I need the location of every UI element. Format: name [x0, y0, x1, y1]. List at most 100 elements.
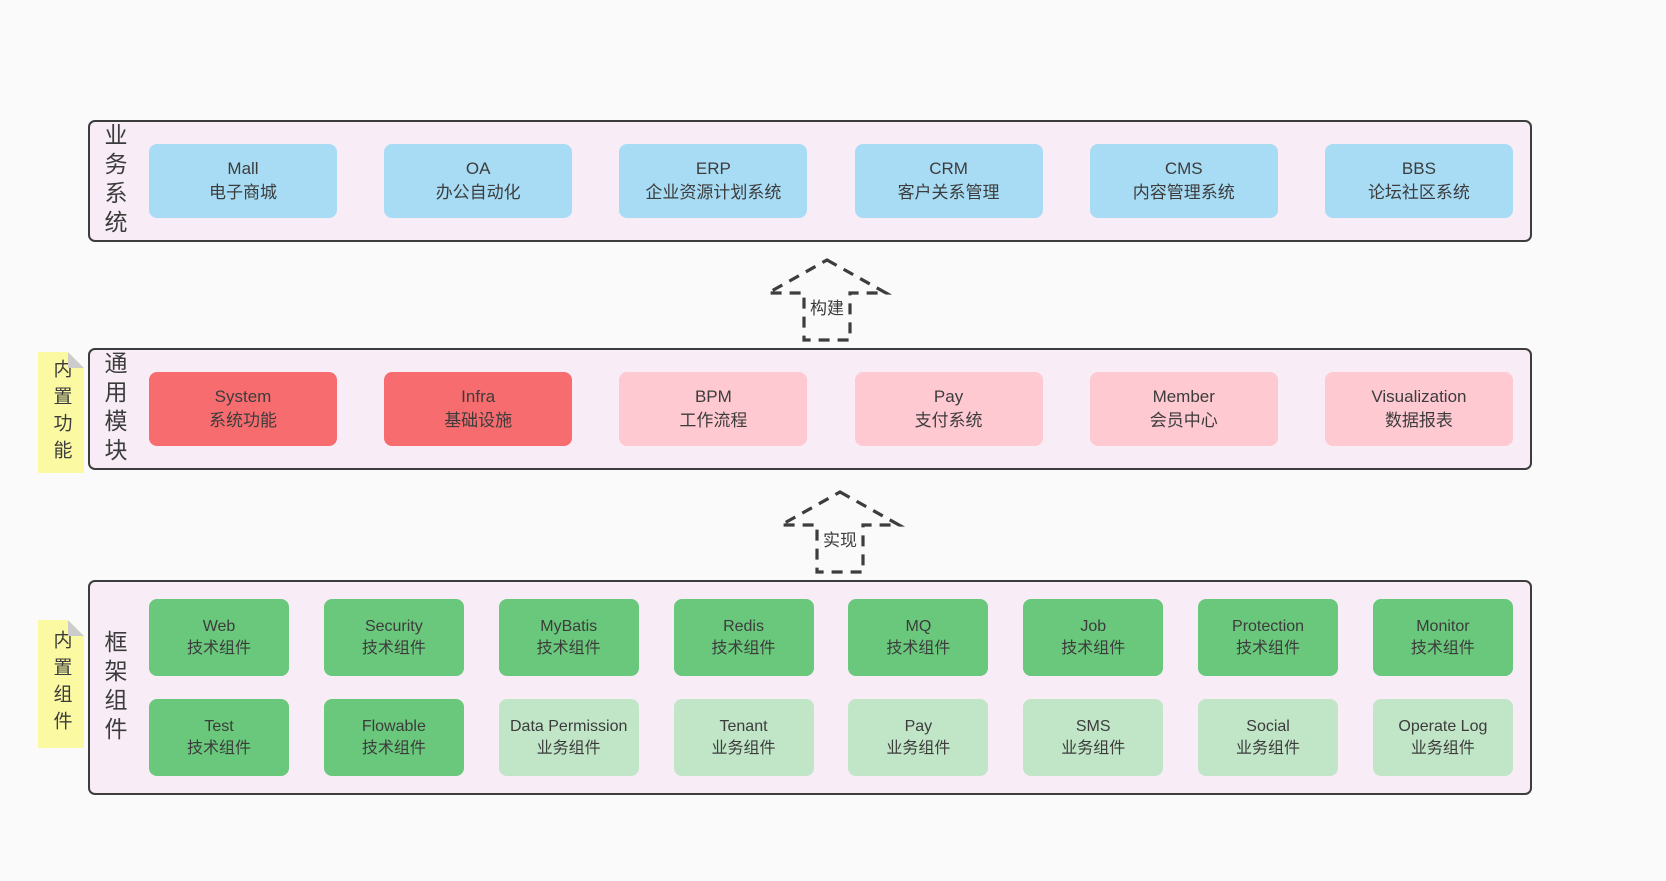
components-row-2: Test 技术组件 Flowable 技术组件 Data Permission … [149, 699, 1513, 776]
box-pay: Pay 支付系统 [854, 372, 1043, 446]
box-infra: Infra 基础设施 [384, 372, 573, 446]
box-flowable: Flowable 技术组件 [323, 699, 464, 776]
box-mall: Mall 电子商城 [149, 144, 337, 218]
box-subtitle: 系统功能 [209, 411, 277, 430]
components-row-1: Web 技术组件 Security 技术组件 MyBatis 技术组件 Redi… [149, 599, 1513, 676]
box-subtitle: 支付系统 [914, 411, 983, 430]
box-member: Member 会员中心 [1089, 372, 1278, 446]
box-title: Tenant [719, 717, 768, 735]
box-subtitle: 业务组件 [1061, 739, 1126, 757]
box-monitor: Monitor 技术组件 [1372, 599, 1513, 676]
box-subtitle: 基础设施 [444, 411, 513, 430]
folded-corner-icon [68, 352, 84, 368]
box-subtitle: 业务组件 [1236, 739, 1301, 757]
box-protection: Protection 技术组件 [1198, 599, 1339, 676]
box-title: SMS [1075, 717, 1111, 735]
box-title: Monitor [1416, 617, 1470, 635]
box-title: Redis [723, 617, 764, 635]
box-bbs: BBS 论坛社区系统 [1324, 144, 1513, 218]
box-data-permission: Data Permission 业务组件 [498, 699, 639, 776]
box-subtitle: 论坛社区系统 [1367, 183, 1470, 202]
box-subtitle: 技术组件 [536, 639, 601, 657]
arrow-build-label: 构建 [807, 293, 847, 320]
box-subtitle: 技术组件 [361, 739, 426, 757]
box-title: Flowable [361, 717, 426, 735]
box-subtitle: 电子商城 [209, 183, 277, 202]
box-title: System [214, 387, 272, 406]
box-visualization: Visualization 数据报表 [1324, 372, 1513, 446]
box-subtitle: 内容管理系统 [1132, 183, 1235, 202]
box-subtitle: 数据报表 [1384, 411, 1453, 430]
box-title: Job [1080, 617, 1107, 635]
box-social: Social 业务组件 [1198, 699, 1339, 776]
modules-row: System 系统功能 Infra 基础设施 BPM 工作流程 Pay 支付系统… [125, 372, 1530, 446]
box-subtitle: 技术组件 [186, 639, 251, 657]
box-title: MQ [905, 617, 932, 635]
note-built-in-components: 内置组件 [38, 620, 84, 748]
box-web: Web 技术组件 [149, 599, 289, 676]
box-operate-log: Operate Log 业务组件 [1372, 699, 1513, 776]
box-subtitle: 技术组件 [1410, 639, 1475, 657]
box-bpm: BPM 工作流程 [619, 372, 808, 446]
box-cms: CMS 内容管理系统 [1089, 144, 1278, 218]
box-security: Security 技术组件 [323, 599, 464, 676]
note-label: 内置组件 [50, 630, 72, 738]
box-job: Job 技术组件 [1023, 599, 1164, 676]
box-title: Web [202, 617, 236, 635]
box-subtitle: 技术组件 [361, 639, 426, 657]
box-subtitle: 办公自动化 [435, 183, 521, 202]
box-subtitle: 会员中心 [1149, 411, 1218, 430]
box-oa: OA 办公自动化 [384, 144, 573, 218]
box-erp: ERP 企业资源计划系统 [619, 144, 808, 218]
box-title: Visualization [1371, 387, 1467, 406]
layer-modules-label: 通用模块 [101, 351, 127, 467]
box-title: Pay [904, 717, 933, 735]
folded-corner-icon [68, 620, 84, 636]
box-title: BBS [1401, 159, 1436, 178]
box-crm: CRM 客户关系管理 [854, 144, 1043, 218]
box-title: MyBatis [540, 617, 598, 635]
business-row: Mall 电子商城 OA 办公自动化 ERP 企业资源计划系统 CRM 客户关系… [125, 144, 1530, 218]
box-tenant: Tenant 业务组件 [673, 699, 814, 776]
layer-framework-components: 框架组件 Web 技术组件 Security 技术组件 MyBatis 技术组件… [88, 580, 1532, 795]
box-title: Member [1152, 387, 1215, 406]
box-title: Infra [461, 387, 496, 406]
box-subtitle: 技术组件 [886, 639, 951, 657]
layer-business-systems: 业务系统 Mall 电子商城 OA 办公自动化 ERP 企业资源计划系统 CRM… [88, 120, 1532, 242]
box-title: Security [364, 617, 423, 635]
box-sms: SMS 业务组件 [1023, 699, 1164, 776]
box-subtitle: 技术组件 [186, 739, 251, 757]
box-title: CMS [1164, 159, 1203, 178]
layer-common-modules: 通用模块 System 系统功能 Infra 基础设施 BPM 工作流程 Pay… [88, 348, 1532, 470]
box-subtitle: 技术组件 [1236, 639, 1301, 657]
box-title: Test [204, 717, 234, 735]
box-title: Protection [1232, 617, 1305, 635]
box-subtitle: 工作流程 [679, 411, 748, 430]
box-pay-component: Pay 业务组件 [848, 699, 989, 776]
box-subtitle: 企业资源计划系统 [645, 183, 782, 202]
box-title: BPM [694, 387, 732, 406]
box-title: Data Permission [510, 717, 628, 735]
arrow-implement: 实现 [770, 489, 910, 575]
box-subtitle: 业务组件 [711, 739, 776, 757]
block-arrow-up-icon [761, 258, 893, 342]
box-subtitle: 技术组件 [711, 639, 776, 657]
box-subtitle: 客户关系管理 [897, 183, 1000, 202]
layer-components-label: 框架组件 [101, 629, 127, 746]
arrow-implement-label: 实现 [820, 525, 860, 552]
box-title: ERP [695, 159, 731, 178]
box-title: CRM [929, 159, 968, 178]
box-title: Operate Log [1398, 717, 1488, 735]
box-title: Mall [227, 159, 259, 178]
box-title: Pay [933, 387, 964, 406]
note-label: 内置功能 [50, 358, 72, 467]
box-system: System 系统功能 [149, 372, 337, 446]
box-title: OA [465, 159, 491, 178]
box-mybatis: MyBatis 技术组件 [498, 599, 639, 676]
box-title: Social [1246, 717, 1290, 735]
arrow-build: 构建 [757, 257, 897, 343]
box-subtitle: 技术组件 [1061, 639, 1126, 657]
box-subtitle: 业务组件 [886, 739, 951, 757]
box-mq: MQ 技术组件 [848, 599, 989, 676]
